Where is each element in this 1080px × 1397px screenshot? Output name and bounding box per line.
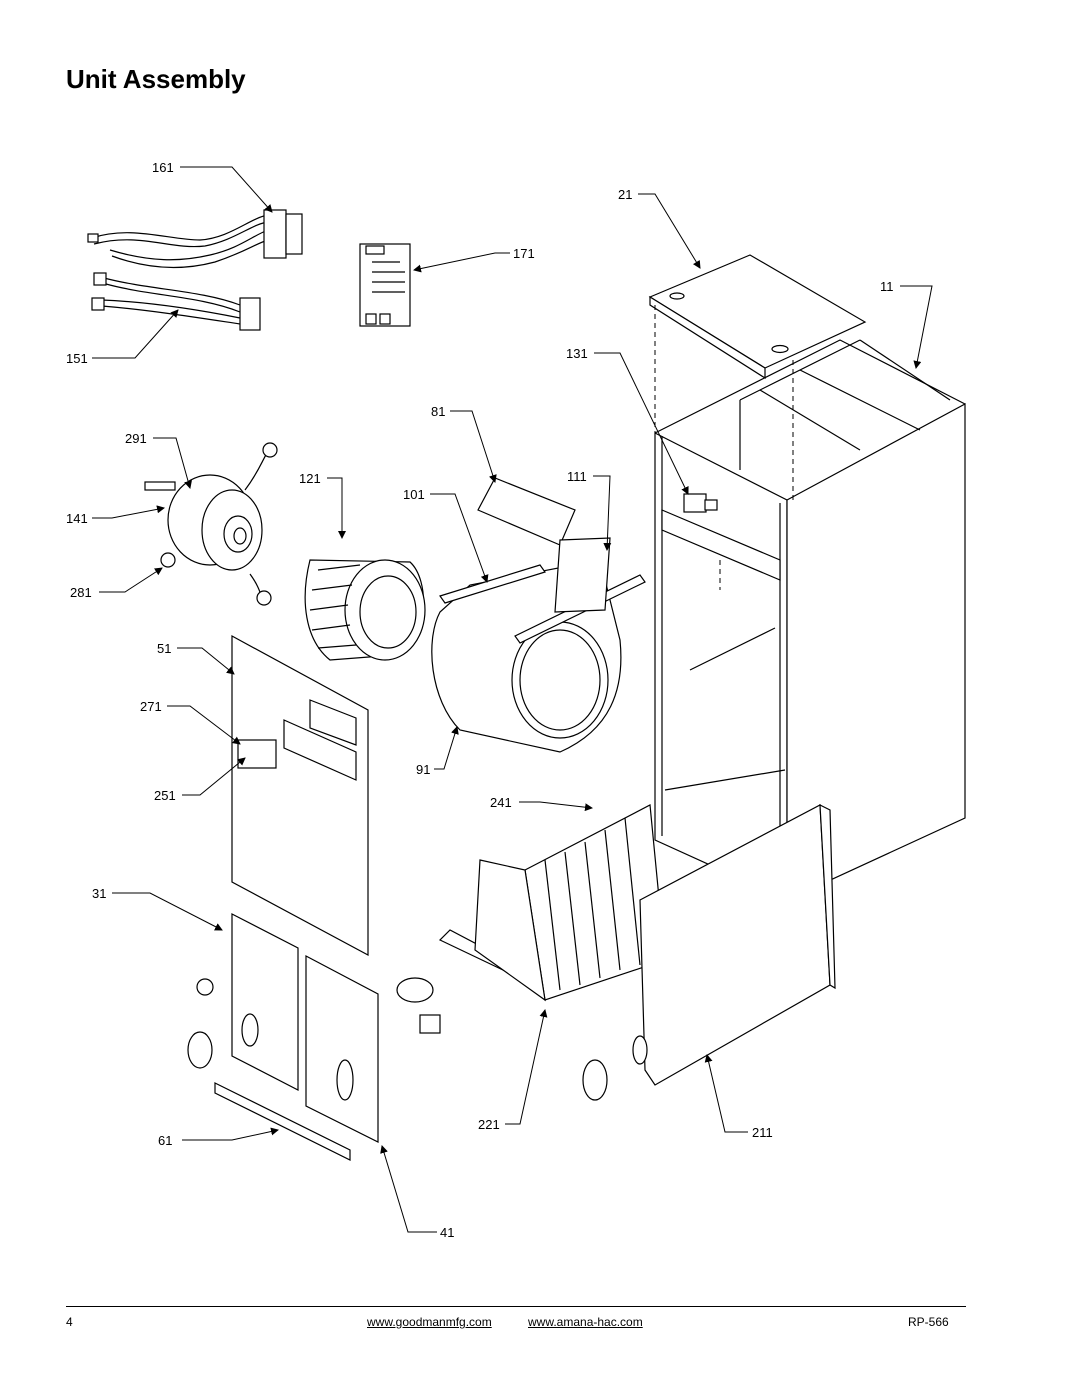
callout-51: 51 <box>157 641 171 656</box>
page-title: Unit Assembly <box>66 64 246 94</box>
callout-81: 81 <box>431 404 445 419</box>
callout-161: 161 <box>152 160 174 175</box>
callout-281: 281 <box>70 585 92 600</box>
amana-link[interactable]: www.amana-hac.com <box>528 1315 643 1329</box>
top-panel-part <box>648 254 867 380</box>
callout-241: 241 <box>490 795 512 810</box>
wire-harness-151 <box>91 272 261 331</box>
callout-141: 141 <box>66 511 88 526</box>
relay-part <box>683 493 718 513</box>
callout-271: 271 <box>140 699 162 714</box>
callout-11: 11 <box>880 279 894 294</box>
mounting-bracket-part <box>439 477 646 644</box>
access-panel-lower-part <box>187 913 379 1161</box>
page-number: 4 <box>66 1315 73 1329</box>
footer-divider <box>66 1306 966 1307</box>
callout-221: 221 <box>478 1117 500 1132</box>
control-board-part <box>359 243 411 327</box>
access-panel-upper-part <box>231 634 369 957</box>
callout-21: 21 <box>618 187 632 202</box>
callout-41: 41 <box>440 1225 454 1240</box>
callout-171: 171 <box>513 246 535 261</box>
callout-31: 31 <box>92 886 106 901</box>
callout-151: 151 <box>66 351 88 366</box>
callout-211: 211 <box>752 1125 773 1140</box>
goodman-link[interactable]: www.goodmanmfg.com <box>367 1315 492 1329</box>
blower-wheel-part <box>304 559 426 661</box>
callout-291: 291 <box>125 431 147 446</box>
callout-251: 251 <box>154 788 176 803</box>
door-panel-part <box>582 804 836 1101</box>
evaporator-coil-part <box>396 804 666 1034</box>
callout-101: 101 <box>403 487 425 502</box>
leader-lines <box>92 166 933 1233</box>
blower-motor-part <box>144 442 278 606</box>
callout-121: 121 <box>299 471 321 486</box>
callout-131: 131 <box>566 346 588 361</box>
callout-111: 111 <box>567 469 587 484</box>
wire-harness-161 <box>87 209 303 268</box>
callout-91: 91 <box>416 762 430 777</box>
callout-61: 61 <box>158 1133 172 1148</box>
document-code: RP-566 <box>908 1315 949 1329</box>
